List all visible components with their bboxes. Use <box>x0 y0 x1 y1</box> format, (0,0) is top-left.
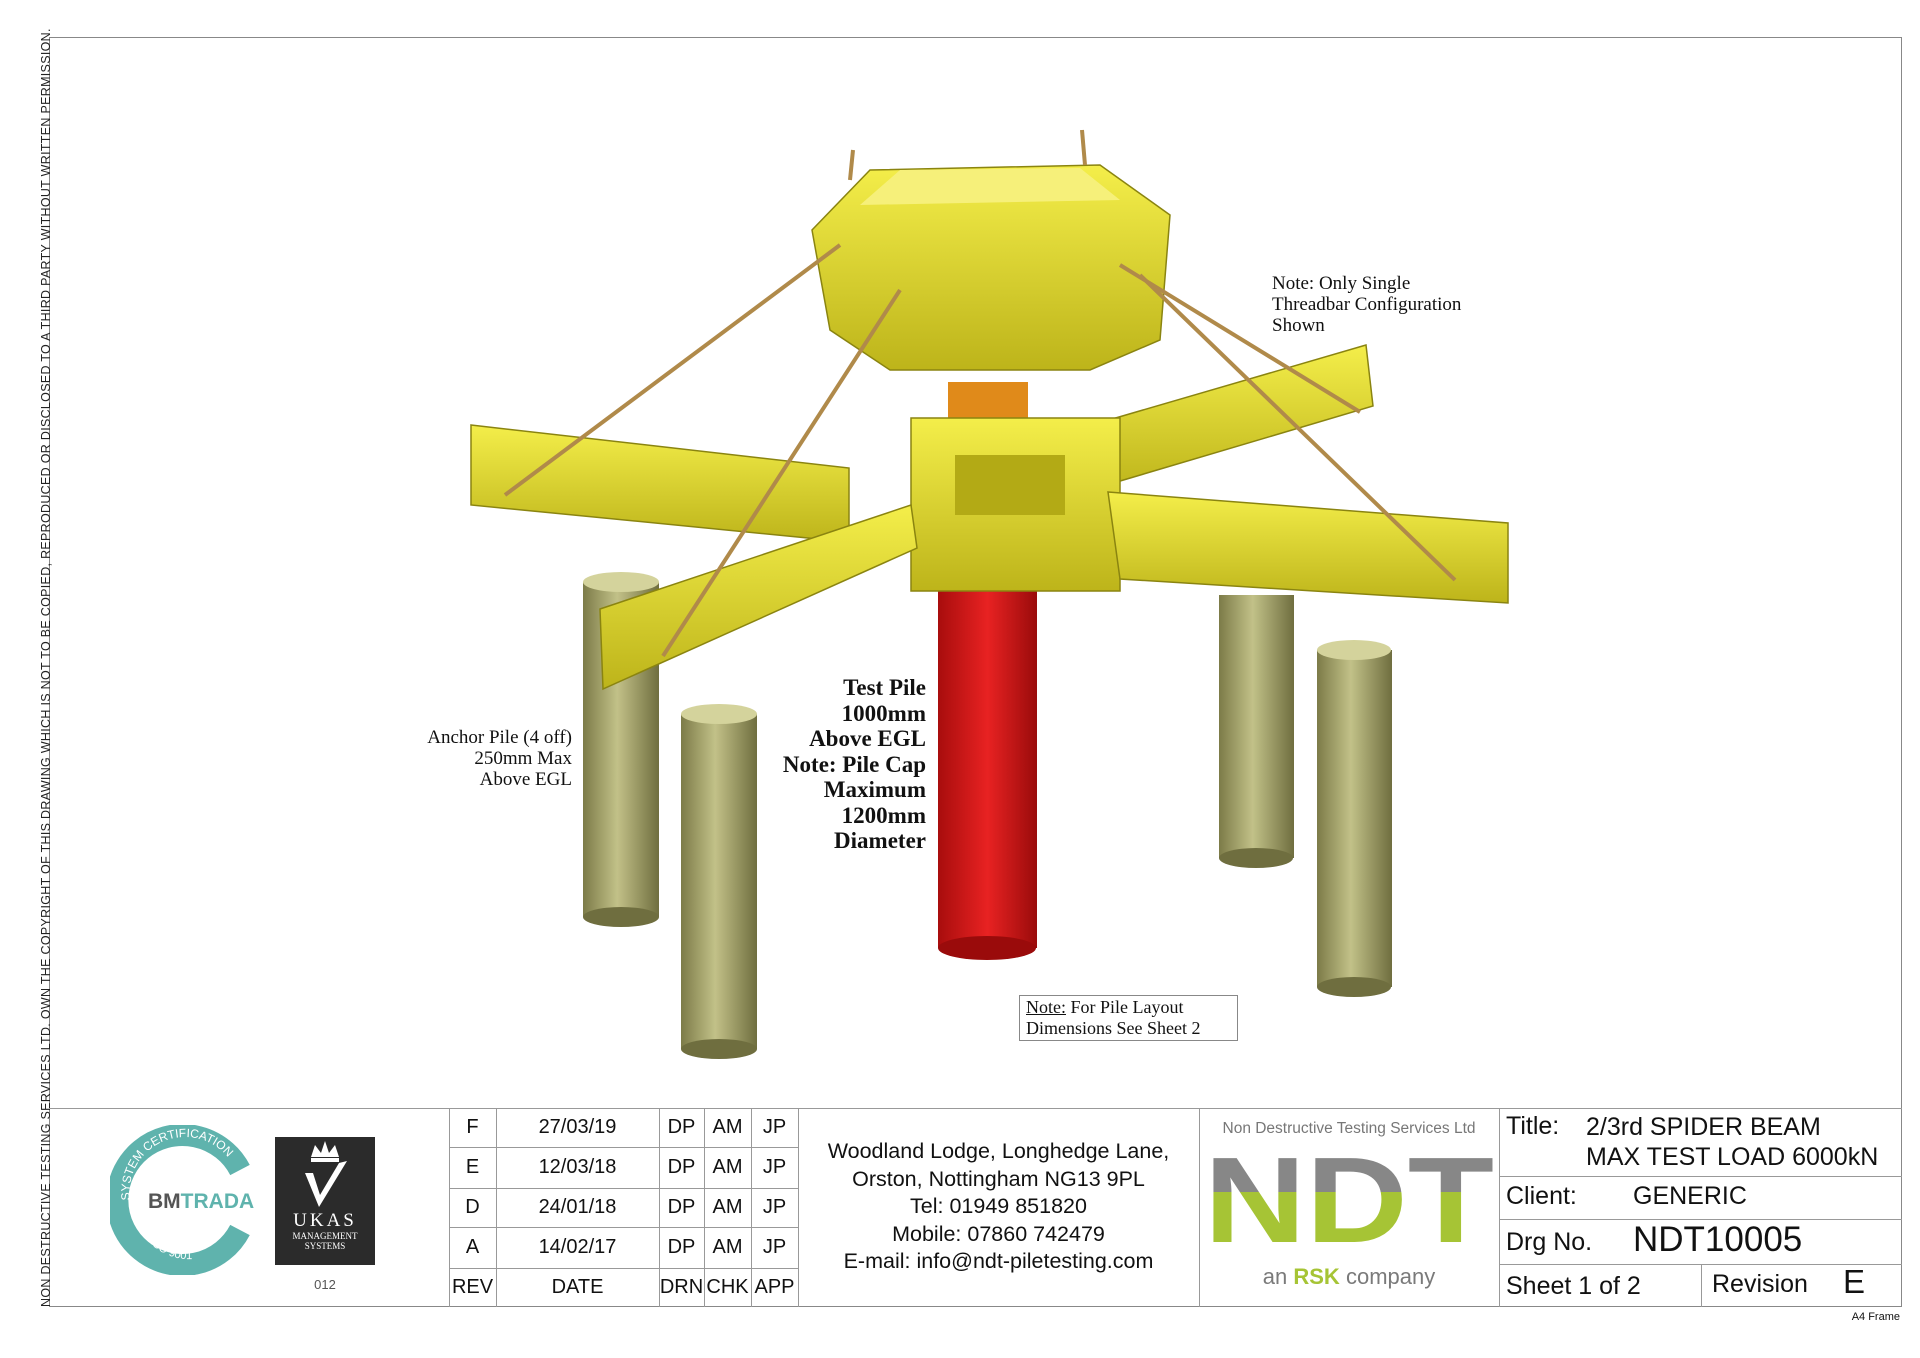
test-pile-label: Test Pile 1000mm Above EGL Note: Pile Ca… <box>783 675 926 854</box>
ukas-logo: UKAS MANAGEMENT SYSTEMS <box>275 1137 375 1265</box>
revision-cell: JP <box>762 1116 787 1138</box>
revision-header: APP <box>754 1276 795 1298</box>
note-line: Threadbar Configuration <box>1272 294 1462 315</box>
revision-cell: AM <box>712 1116 743 1138</box>
label-line: 250mm Max <box>474 748 572 769</box>
revision-cell: AM <box>712 1156 743 1178</box>
rsk-name: RSK <box>1293 1264 1340 1289</box>
frame-label: A4 Frame <box>1851 1311 1900 1323</box>
ukas-name: UKAS <box>293 1210 357 1231</box>
svg-text:BMTRADA: BMTRADA <box>148 1190 254 1213</box>
drawing-title: 2/3rd SPIDER BEAM MAX TEST LOAD 6000kN <box>1586 1112 1878 1172</box>
label-line: Note: Pile Cap <box>782 751 926 777</box>
bm-trada-logo: SYSTEM CERTIFICATION ISO 9001 BMTRADA <box>110 1125 254 1275</box>
revision-cell: 14/02/17 <box>538 1236 617 1258</box>
revision-cell: 24/01/18 <box>538 1196 617 1218</box>
label-line: Anchor Pile (4 off) <box>427 727 572 748</box>
address-line: Orston, Nottingham NG13 9PL <box>852 1166 1145 1191</box>
beam-left-back <box>470 424 850 543</box>
drawing-number-label: Drg No. <box>1506 1228 1593 1256</box>
note-prefix: Note: <box>1026 997 1066 1017</box>
threadbar-note: Note: Only Single Threadbar Configuratio… <box>1272 273 1461 336</box>
label-line: Above EGL <box>809 726 926 751</box>
revision-cell: 27/03/19 <box>538 1116 617 1138</box>
rsk-tagline: an RSK company <box>1199 1264 1499 1290</box>
revision-cell: 12/03/18 <box>538 1156 617 1178</box>
anchor-pile-front-left <box>681 704 757 1059</box>
ndt-logo: NDT <box>1204 1150 1494 1245</box>
revision-header: REV <box>451 1276 494 1298</box>
title-line: 2/3rd SPIDER BEAM <box>1586 1113 1821 1141</box>
beam-left-front <box>599 504 918 691</box>
company-full-name: Non Destructive Testing Services Ltd <box>1222 1120 1476 1137</box>
revision-cell: DP <box>667 1156 696 1178</box>
revision-header: DRN <box>659 1276 704 1298</box>
note-line: Dimensions See Sheet 2 <box>1026 1018 1201 1038</box>
label-line: 1200mm <box>841 802 926 828</box>
label-line: 1000mm <box>841 700 926 726</box>
ukas-number: 012 <box>314 1277 336 1292</box>
crown-check-icon <box>305 1141 347 1207</box>
company-address: Woodland Lodge, Longhedge Lane, Orston, … <box>798 1138 1199 1276</box>
revision-cell: JP <box>762 1196 787 1218</box>
revision-cell: E <box>465 1156 480 1178</box>
client-label: Client: <box>1506 1182 1577 1210</box>
hub <box>811 164 1171 443</box>
revision-cell: F <box>466 1116 479 1138</box>
note-line: For Pile Layout <box>1070 997 1184 1017</box>
client-value: GENERIC <box>1633 1182 1747 1210</box>
title-label: Title: <box>1506 1112 1560 1140</box>
pile-layout-note: Note: For Pile Layout Dimensions See She… <box>1019 995 1238 1041</box>
anchor-pile-back-right <box>1219 595 1294 868</box>
ukas-sub: MANAGEMENT <box>292 1231 358 1241</box>
revision-cell: JP <box>762 1156 787 1178</box>
address-line: Woodland Lodge, Longhedge Lane, <box>827 1139 1170 1163</box>
label-line: Above EGL <box>479 769 572 790</box>
anchor-pile-front-right <box>1317 640 1392 997</box>
revision-cell: DP <box>667 1236 696 1258</box>
title-line: MAX TEST LOAD 6000kN <box>1586 1143 1879 1171</box>
revision-cell: AM <box>712 1236 743 1258</box>
address-mobile: Mobile: 07860 742479 <box>892 1221 1105 1246</box>
drawing-frame <box>49 37 1902 1307</box>
revision-label: Revision <box>1712 1270 1808 1298</box>
revision-header: DATE <box>551 1276 604 1298</box>
revision-cell: D <box>465 1196 480 1218</box>
address-phone: Tel: 01949 851820 <box>910 1194 1087 1218</box>
note-line: Note: Only Single <box>1272 273 1411 294</box>
revision-value: E <box>1843 1263 1866 1300</box>
revision-cell: A <box>465 1236 480 1258</box>
svg-text:NDT: NDT <box>1204 1150 1494 1245</box>
anchor-pile-label: Anchor Pile (4 off) 250mm Max Above EGL <box>427 727 572 790</box>
label-line: Maximum <box>823 777 926 802</box>
drawing-number: NDT10005 <box>1633 1220 1803 1259</box>
revision-cell: JP <box>762 1236 787 1258</box>
label-line: Test Pile <box>843 675 926 700</box>
label-line: Diameter <box>834 828 926 853</box>
revision-cell: AM <box>712 1196 743 1218</box>
revision-cell: DP <box>667 1116 696 1138</box>
beam-right-front <box>1107 491 1509 604</box>
revision-header: CHK <box>706 1276 749 1298</box>
ukas-sub: SYSTEMS <box>304 1241 346 1251</box>
threadbars <box>503 129 1457 658</box>
address-email: E-mail: info@ndt-piletesting.com <box>843 1249 1154 1273</box>
tagline-text: an <box>1262 1264 1288 1289</box>
sheet-number: Sheet 1 of 2 <box>1506 1272 1641 1300</box>
note-line: Shown <box>1272 315 1325 336</box>
revision-cell: DP <box>667 1196 696 1218</box>
tagline-text: company <box>1345 1264 1436 1289</box>
centre-block <box>910 417 1121 592</box>
